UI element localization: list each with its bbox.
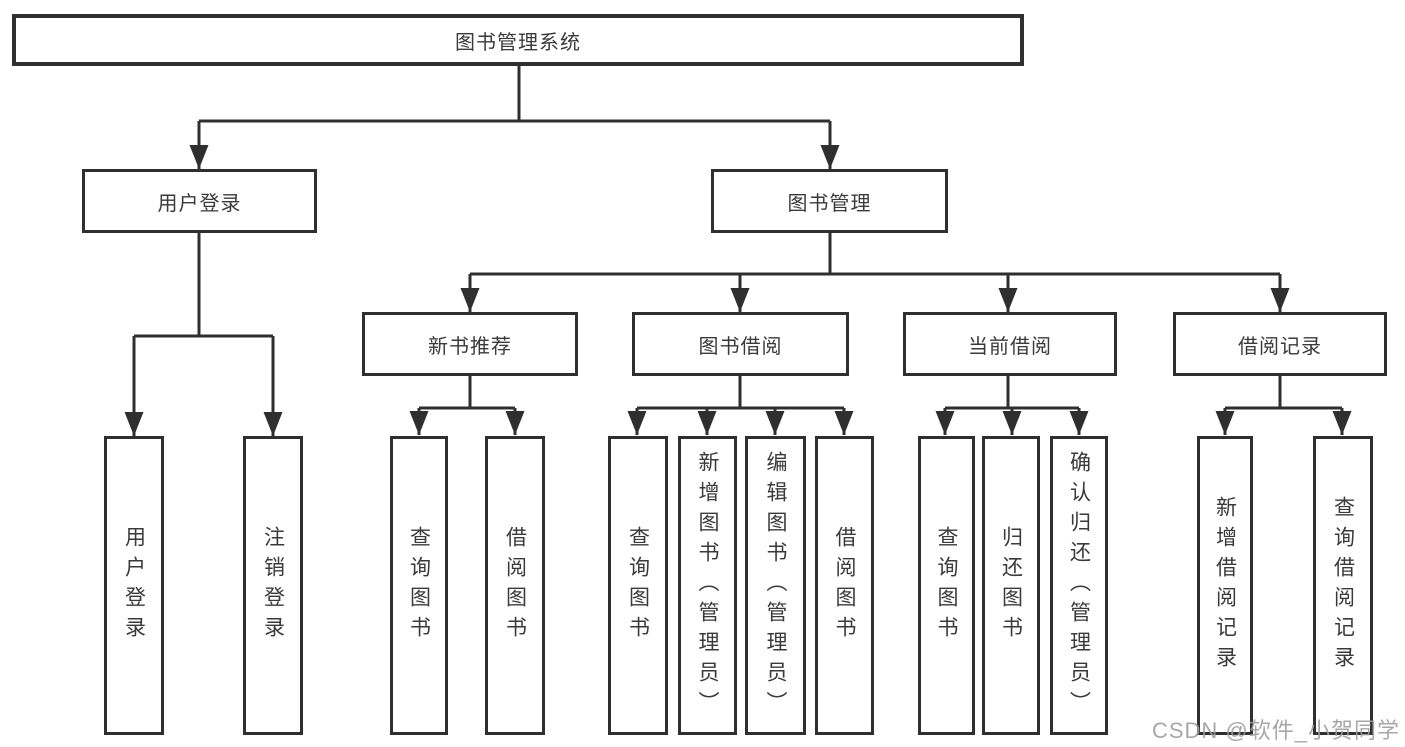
leaf-recommend-borrow-books-label: 借阅图书 bbox=[503, 525, 527, 646]
leaf-borrow-add-books-admin-label: 新增图书（管理员） bbox=[696, 450, 719, 721]
leaf-borrow-query-books-label: 查询图书 bbox=[626, 525, 650, 646]
leaf-records-add-borrow-record: 新增借阅记录 bbox=[1197, 436, 1253, 735]
leaf-current-return-books-label: 归还图书 bbox=[999, 525, 1023, 646]
node-current-borrow: 当前借阅 bbox=[903, 312, 1117, 376]
leaf-logout-login: 注销登录 bbox=[243, 436, 303, 735]
arrowheads bbox=[124, 145, 1352, 436]
leaf-borrow-edit-books-admin-label: 编辑图书（管理员） bbox=[764, 450, 787, 721]
node-current-borrow-label: 当前借阅 bbox=[968, 335, 1052, 358]
leaf-current-query-books-label: 查询图书 bbox=[935, 525, 958, 646]
leaf-current-confirm-return-admin-label: 确认归还（管理员） bbox=[1067, 450, 1091, 721]
leaf-current-confirm-return-admin: 确认归还（管理员） bbox=[1050, 436, 1108, 735]
node-root: 图书管理系统 bbox=[12, 14, 1024, 66]
leaf-borrow-query-books: 查询图书 bbox=[608, 436, 668, 735]
node-borrow-records: 借阅记录 bbox=[1173, 312, 1387, 376]
node-book-borrow-label: 图书借阅 bbox=[698, 335, 783, 358]
leaf-records-query-borrow-record: 查询借阅记录 bbox=[1313, 436, 1373, 735]
leaf-user-login-label: 用户登录 bbox=[122, 525, 146, 646]
leaf-logout-login-label: 注销登录 bbox=[261, 525, 285, 646]
node-user-login: 用户登录 bbox=[82, 169, 317, 233]
leaf-borrow-add-books-admin: 新增图书（管理员） bbox=[678, 436, 737, 735]
leaf-borrow-edit-books-admin: 编辑图书（管理员） bbox=[745, 436, 806, 735]
leaf-recommend-borrow-books: 借阅图书 bbox=[485, 436, 545, 735]
node-new-book-recommend: 新书推荐 bbox=[362, 312, 578, 376]
node-book-management-label: 图书管理 bbox=[787, 192, 872, 215]
node-borrow-records-label: 借阅记录 bbox=[1238, 335, 1322, 358]
node-user-login-label: 用户登录 bbox=[157, 192, 242, 215]
node-book-management: 图书管理 bbox=[711, 169, 948, 233]
leaf-current-query-books: 查询图书 bbox=[918, 436, 975, 735]
node-new-book-recommend-label: 新书推荐 bbox=[428, 335, 512, 358]
leaf-records-add-borrow-record-label: 新增借阅记录 bbox=[1213, 495, 1237, 676]
leaf-recommend-query-books-label: 查询图书 bbox=[407, 525, 431, 646]
leaf-user-login: 用户登录 bbox=[104, 436, 164, 735]
leaf-records-query-borrow-record-label: 查询借阅记录 bbox=[1331, 495, 1355, 676]
leaf-current-return-books: 归还图书 bbox=[982, 436, 1040, 735]
leaf-recommend-query-books: 查询图书 bbox=[390, 436, 448, 735]
node-book-borrow: 图书借阅 bbox=[632, 312, 849, 376]
leaf-borrow-borrow-books: 借阅图书 bbox=[815, 436, 874, 735]
node-root-label: 图书管理系统 bbox=[455, 31, 581, 54]
leaf-borrow-borrow-books-label: 借阅图书 bbox=[833, 525, 856, 646]
csdn-watermark: CSDN @软件_小贺同学 bbox=[1151, 718, 1400, 743]
